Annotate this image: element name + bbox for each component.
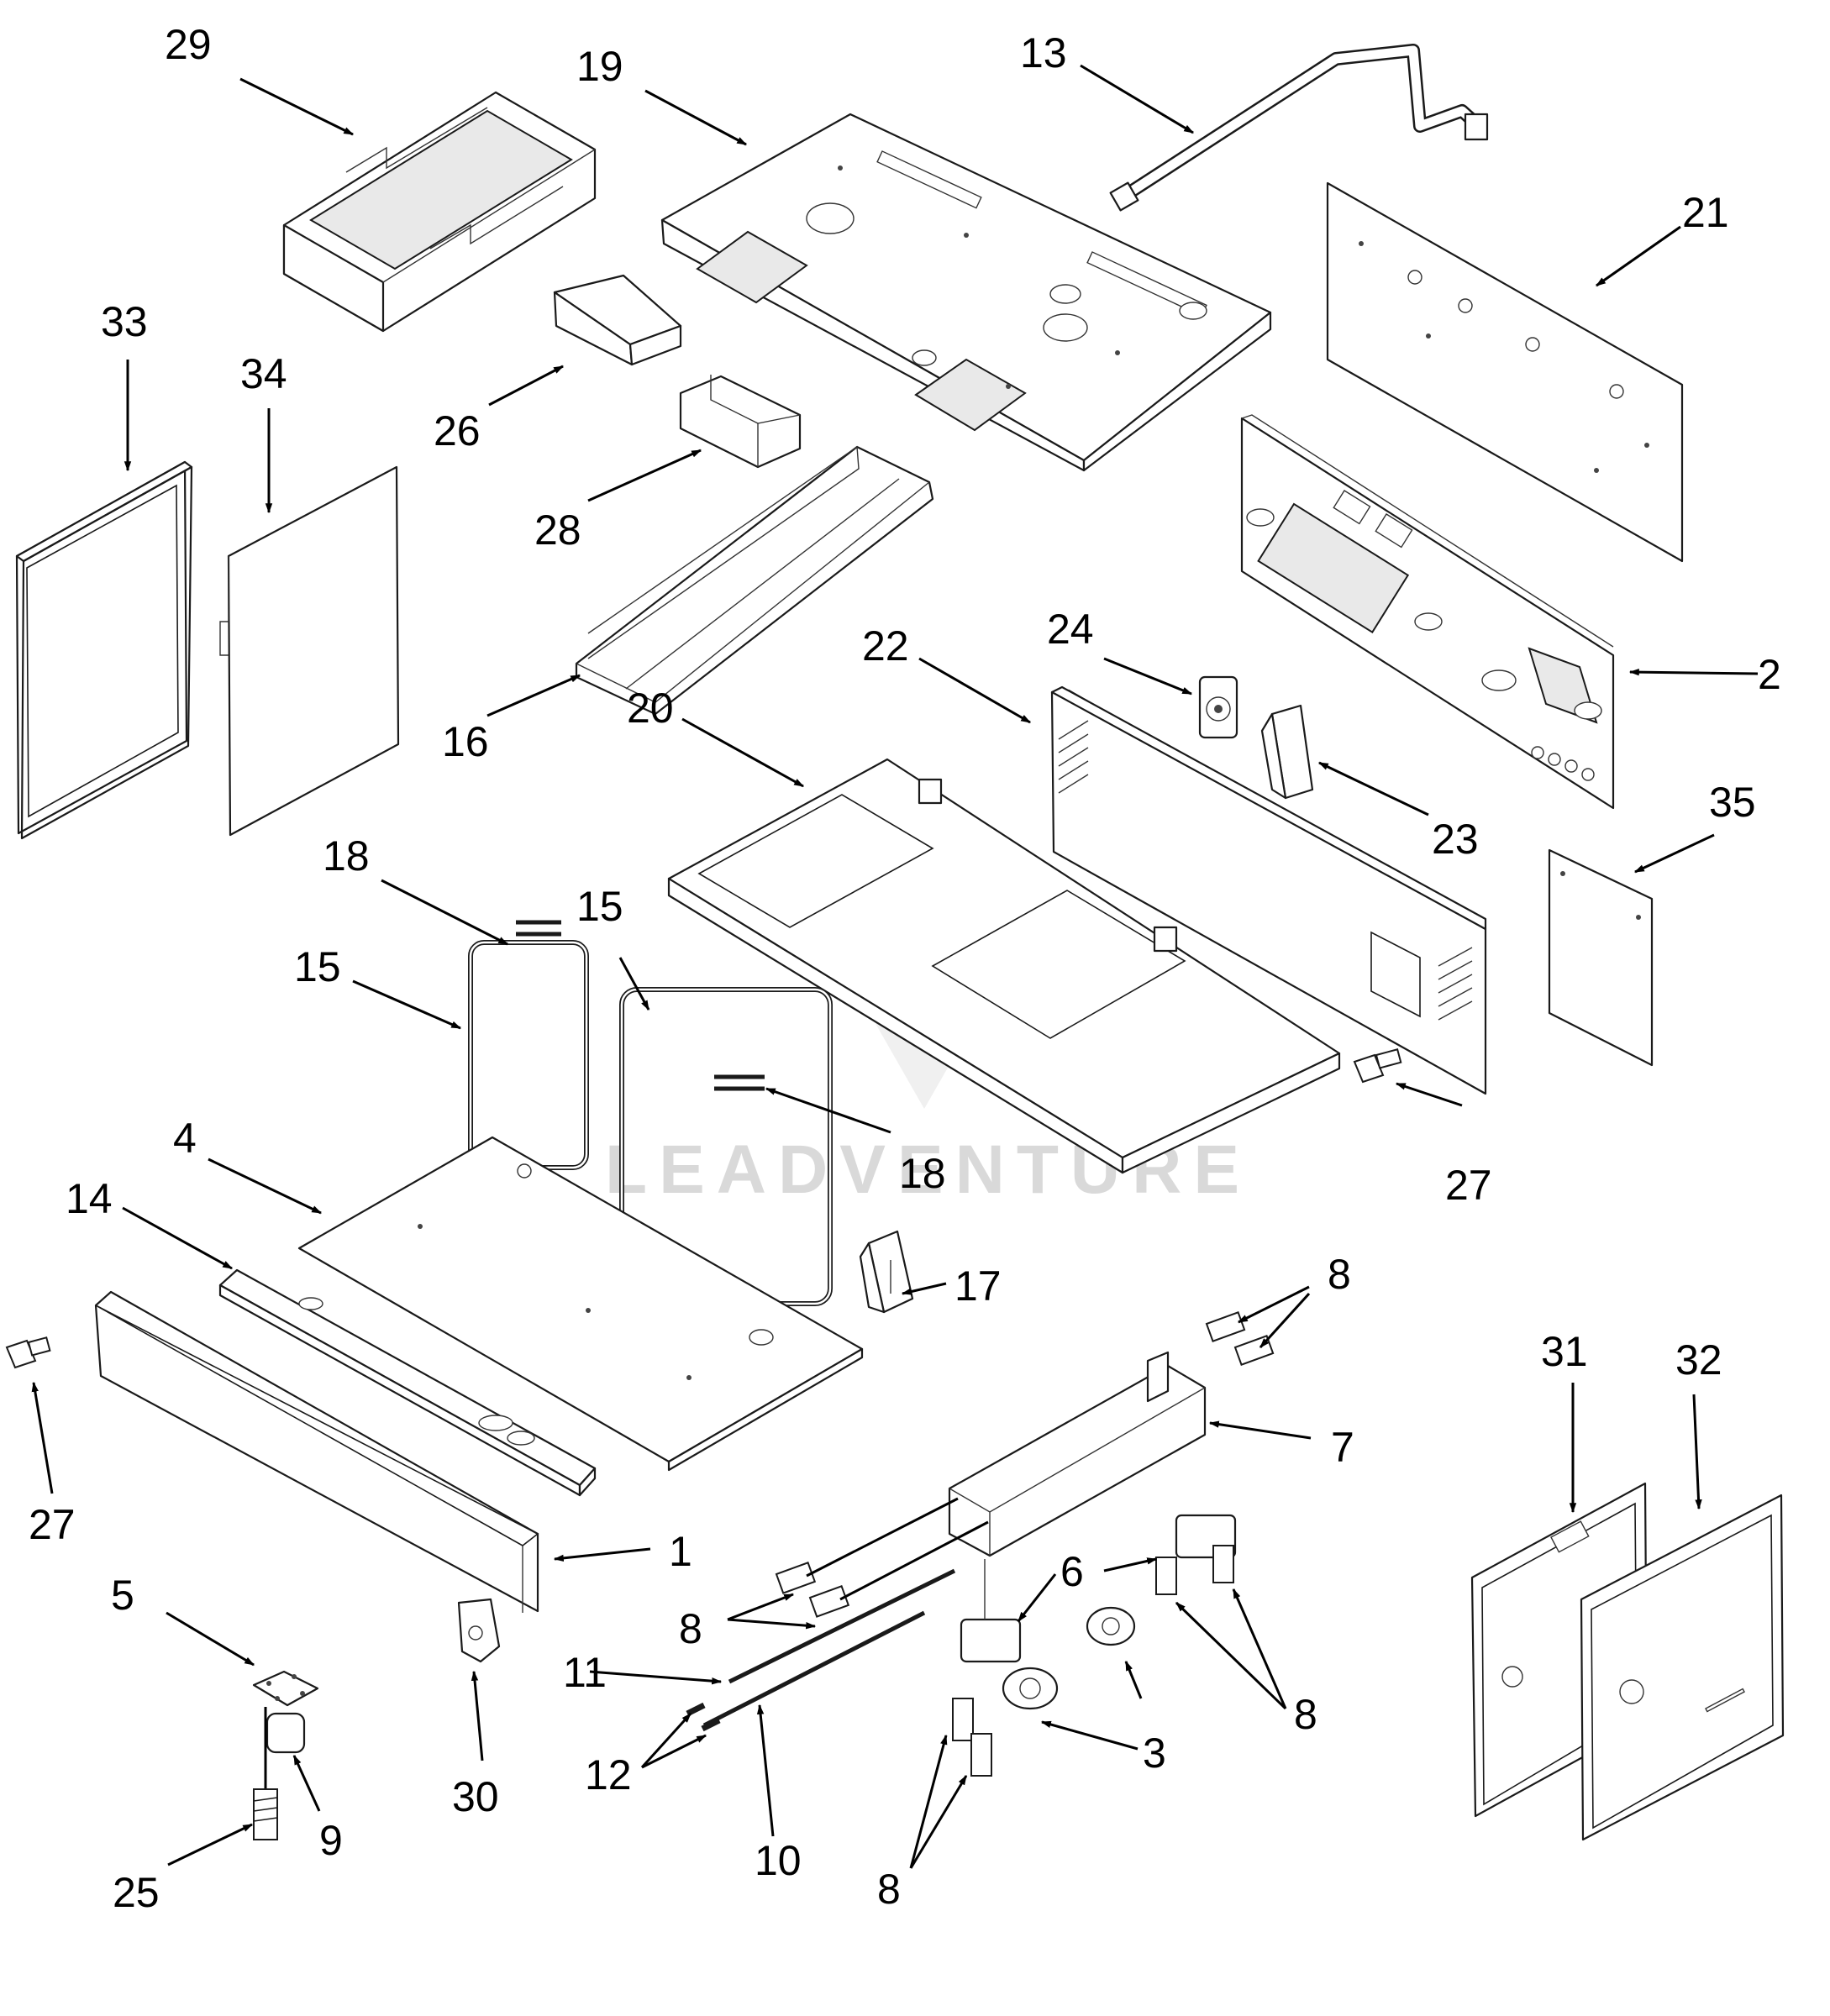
callout-32: 32 [1675,1336,1722,1383]
callout-26: 26 [434,407,481,454]
callout-7: 7 [1331,1424,1354,1471]
leader-lines [31,64,1759,1869]
callout-8: 8 [877,1866,901,1913]
part-30-clip [457,1598,501,1663]
part-2-back-panel [1240,414,1615,810]
part-8-bolt-left [775,1497,989,1618]
callout-9: 9 [319,1817,343,1864]
callout-13: 13 [1020,29,1067,76]
callout-18: 18 [323,832,370,879]
callout-35: 35 [1709,779,1756,826]
part-19-top-frame [660,113,1272,472]
part-25-bolt [253,1788,278,1840]
callout-24: 24 [1047,606,1094,653]
callout-12: 12 [585,1751,632,1798]
part-24-valve [1198,675,1238,739]
callout-30: 30 [452,1773,499,1820]
part-22-control-panel [1050,685,1487,1095]
callout-8: 8 [679,1605,702,1652]
part-1-kick-plate [94,1290,539,1613]
callout-5: 5 [111,1572,134,1619]
part-5-foot-plate [252,1670,319,1707]
part-16-rail [575,445,934,716]
part-14-front-rail [218,1268,597,1497]
callout-labels: 29 19 13 21 33 34 26 28 16 20 22 24 2 23… [29,21,1781,1916]
part-15-gasket-left [468,940,589,1170]
part-12-tube [686,1610,926,1732]
part-32-side-panel [1580,1494,1785,1841]
callout-20: 20 [627,685,674,732]
callout-28: 28 [534,507,581,554]
callout-27: 27 [1445,1162,1492,1209]
callout-8: 8 [1328,1251,1351,1298]
callout-18: 18 [899,1150,946,1197]
part-9-foot-spacer [264,1707,306,1789]
callout-1: 1 [669,1528,692,1575]
callout-10: 10 [755,1837,802,1884]
part-34-side-panel [219,465,400,837]
part-21-back-panel [1326,181,1684,563]
callout-27: 27 [29,1501,76,1548]
part-33-side-panel [15,460,193,840]
callout-19: 19 [576,43,623,90]
part-18-strip-left [516,920,561,937]
callout-23: 23 [1432,816,1479,863]
part-26-bracket [553,274,682,366]
callout-8: 8 [1294,1691,1317,1738]
callout-22: 22 [862,622,909,669]
callout-2: 2 [1758,651,1781,698]
part-4-base-plate [297,1136,864,1472]
callout-3: 3 [1143,1730,1166,1777]
part-35-cover-plate [1548,848,1654,1067]
callout-21: 21 [1682,189,1729,236]
part-11-tube [728,1568,956,1684]
callout-15: 15 [576,883,623,930]
part-20-cooktop-frame [667,758,1341,1174]
callout-33: 33 [101,298,148,345]
callout-14: 14 [66,1175,113,1222]
callout-15: 15 [294,943,341,990]
part-7-bracket [948,1351,1207,1557]
part-27-screw-right [1353,1048,1402,1084]
callout-34: 34 [240,350,287,397]
callout-17: 17 [954,1263,1002,1310]
callout-11: 11 [563,1649,607,1696]
callout-31: 31 [1541,1328,1588,1375]
callout-16: 16 [442,718,489,765]
callout-29: 29 [165,21,212,68]
part-18-strip-right [714,1074,765,1091]
callout-25: 25 [113,1869,160,1916]
part-13-gas-pipe [1109,44,1489,212]
part-17-bracket [859,1230,914,1314]
callout-6: 6 [1060,1548,1084,1595]
part-23-bracket [1260,704,1314,800]
part-28-bracket [679,375,802,469]
part-3-valve [1002,1606,1136,1710]
part-29-tray [282,91,597,333]
part-27-screw-left [5,1336,51,1369]
part-8-bolt-right [1155,1545,1234,1595]
callout-4: 4 [173,1115,197,1162]
part-8-bolt-bottom [952,1698,992,1777]
